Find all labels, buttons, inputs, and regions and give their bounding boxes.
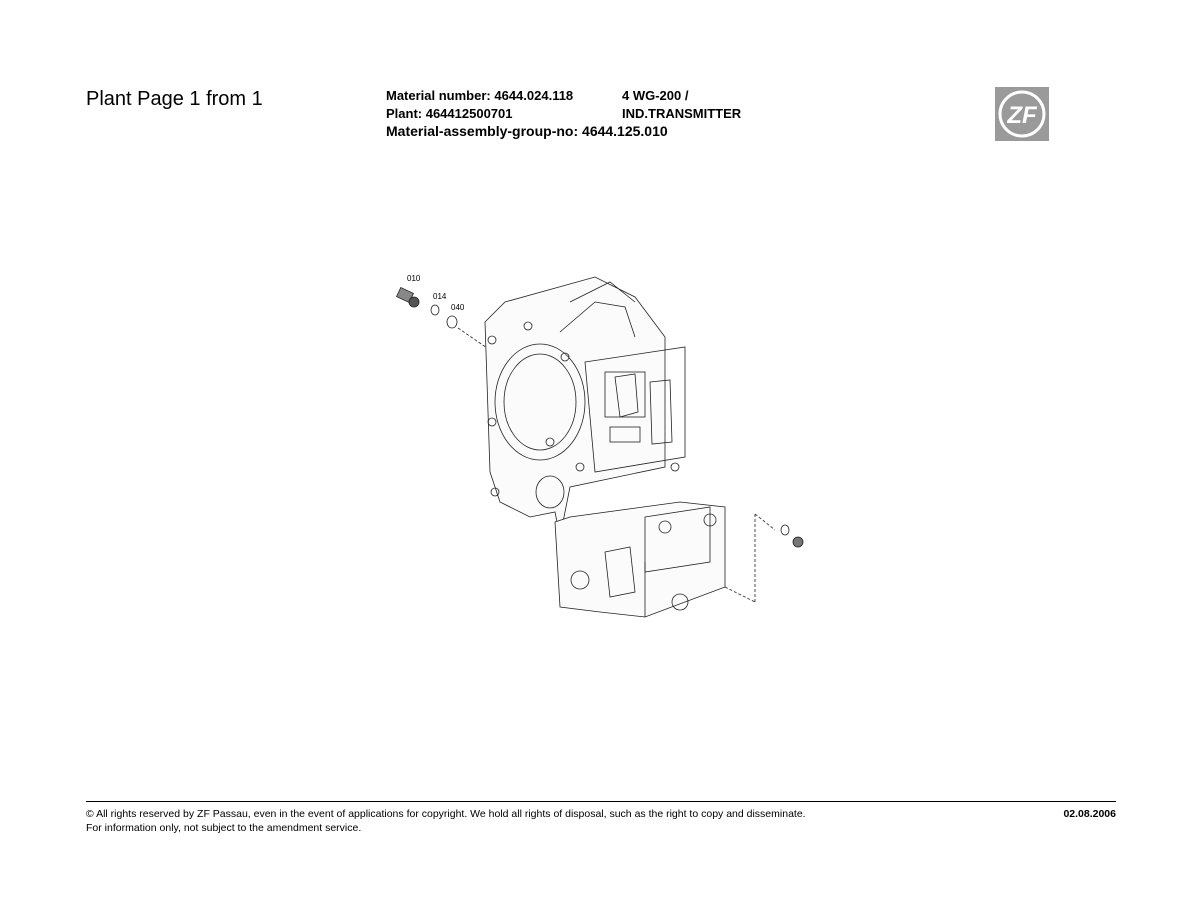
svg-text:ZF: ZF (1006, 102, 1038, 129)
zf-logo: ZF (995, 87, 1049, 141)
page-label: Plant Page 1 from 1 (86, 88, 263, 110)
part-label: 040 (451, 303, 465, 312)
plant-number: Plant: 464412500701 (386, 106, 513, 121)
copyright-notice: © All rights reserved by ZF Passau, even… (86, 808, 806, 820)
part-label: 010 (407, 274, 421, 283)
seal-ring-014 (430, 304, 440, 316)
part-label: 014 (433, 292, 447, 301)
material-number: Material number: 4644.024.118 (386, 88, 574, 103)
model-name: 4 WG-200 / (622, 88, 689, 103)
info-notice: For information only, not subject to the… (86, 822, 362, 834)
leader-lines-right (724, 513, 776, 603)
plug-part-right (780, 524, 804, 548)
exploded-assembly-drawing: 010 014 040 (396, 274, 804, 618)
lower-housing-block (554, 501, 726, 618)
footer-divider (86, 801, 1116, 802)
seal-ring-040 (446, 315, 491, 351)
sensor-part-010 (396, 286, 420, 308)
transmission-housing (484, 276, 686, 538)
assembly-group-number: Material-assembly-group-no: 4644.125.010 (386, 123, 668, 139)
model-description: IND.TRANSMITTER (622, 106, 742, 121)
print-date: 02.08.2006 (1063, 808, 1116, 820)
